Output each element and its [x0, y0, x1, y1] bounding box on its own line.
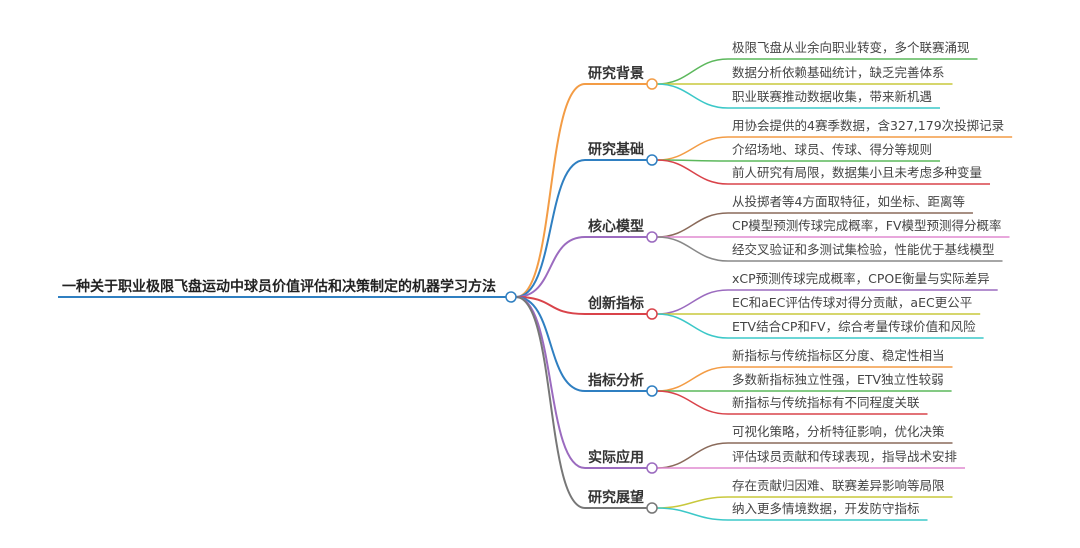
leaf-connector — [656, 212, 973, 238]
leaf-topic[interactable]: 用协会提供的4赛季数据，含327,179次投掷记录 — [732, 118, 1004, 133]
leaf-connector — [656, 442, 953, 469]
branch-topic[interactable]: 指标分析 — [588, 372, 644, 389]
leaf-topic[interactable]: 纳入更多情境数据，开发防守指标 — [732, 501, 920, 516]
leaf-topic[interactable]: 职业联赛推动数据收集，带来新机遇 — [732, 89, 932, 104]
branch-collapse-toggle[interactable] — [646, 462, 658, 474]
leaf-connector — [656, 159, 941, 162]
branch-connector — [515, 83, 647, 298]
branch-collapse-toggle[interactable] — [646, 78, 658, 90]
leaf-connector — [656, 366, 953, 392]
leaf-connector — [656, 496, 953, 509]
leaf-connector — [656, 289, 998, 315]
leaf-topic[interactable]: 极限飞盘从业余向职业转变，多个联赛涌现 — [732, 40, 970, 55]
leaf-topic[interactable]: 经交叉验证和多测试集检验，性能优于基线模型 — [732, 242, 995, 257]
leaf-topic[interactable]: 新指标与传统指标区分度、稳定性相当 — [732, 348, 945, 363]
branch-topic[interactable]: 研究背景 — [588, 65, 644, 82]
leaf-connector — [656, 236, 1003, 262]
leaf-topic[interactable]: 数据分析依赖基础统计，缺乏完善体系 — [732, 65, 945, 80]
branch-topic[interactable]: 创新指标 — [587, 295, 644, 312]
leaf-topic[interactable]: 介绍场地、球员、传球、得分等规则 — [732, 142, 932, 157]
branch-connector — [515, 296, 647, 509]
branch-topic[interactable]: 核心模型 — [588, 218, 644, 235]
leaf-topic[interactable]: EC和aEC评估传球对得分贡献，aEC更公平 — [732, 295, 972, 310]
leaf-topic[interactable]: 可视化策略，分析特征影响，优化决策 — [732, 424, 945, 439]
leaf-topic[interactable]: 新指标与传统指标有不同程度关联 — [732, 395, 920, 410]
branch-connector — [515, 296, 647, 315]
leaf-topic[interactable]: 从投掷者等4方面取特征，如坐标、距离等 — [732, 194, 965, 209]
leaf-connector — [656, 58, 978, 85]
root-topic[interactable]: 一种关于职业极限飞盘运动中球员价值评估和决策制定的机器学习方法 — [62, 278, 496, 295]
branch-topic[interactable]: 研究基础 — [588, 141, 644, 158]
nodes: 研究背景 极限飞盘从业余向职业转变，多个联赛涌现数据分析依赖基础统计，缺乏完善体系… — [505, 40, 1004, 516]
leaf-topic[interactable]: 多数新指标独立性强，ETV独立性较弱 — [732, 372, 944, 387]
branch-collapse-toggle[interactable] — [646, 154, 658, 166]
leaf-topic[interactable]: xCP预测传球完成概率，CPOE衡量与实际差异 — [732, 271, 990, 286]
leaf-connector — [656, 159, 991, 185]
leaf-connector — [656, 507, 928, 521]
branch-topic[interactable]: 研究展望 — [588, 489, 644, 506]
branch-connector — [515, 159, 647, 298]
edges — [58, 58, 1013, 521]
leaf-topic[interactable]: 存在贡献归因难、联赛差异影响等局限 — [732, 478, 945, 493]
branch-connector — [515, 236, 647, 298]
leaf-topic[interactable]: 评估球员贡献和传球表现，指导战术安排 — [732, 449, 958, 464]
leaf-connector — [656, 313, 984, 339]
leaf-topic[interactable]: 前人研究有局限，数据集小且未考虑多种变量 — [732, 165, 982, 180]
branch-collapse-toggle[interactable] — [646, 385, 658, 397]
leaf-connector — [656, 136, 1013, 161]
branch-collapse-toggle[interactable] — [646, 231, 658, 243]
leaf-connector — [656, 83, 941, 109]
branch-collapse-toggle[interactable] — [646, 308, 658, 320]
branch-collapse-toggle[interactable] — [646, 502, 658, 514]
root-collapse-toggle[interactable] — [505, 291, 517, 303]
leaf-topic[interactable]: ETV结合CP和FV，综合考量传球价值和风险 — [732, 319, 976, 334]
leaf-connector — [656, 390, 928, 415]
branch-topic[interactable]: 实际应用 — [588, 449, 644, 466]
leaf-topic[interactable]: CP模型预测传球完成概率，FV模型预测得分概率 — [732, 218, 1002, 233]
branch-connector — [515, 296, 647, 392]
